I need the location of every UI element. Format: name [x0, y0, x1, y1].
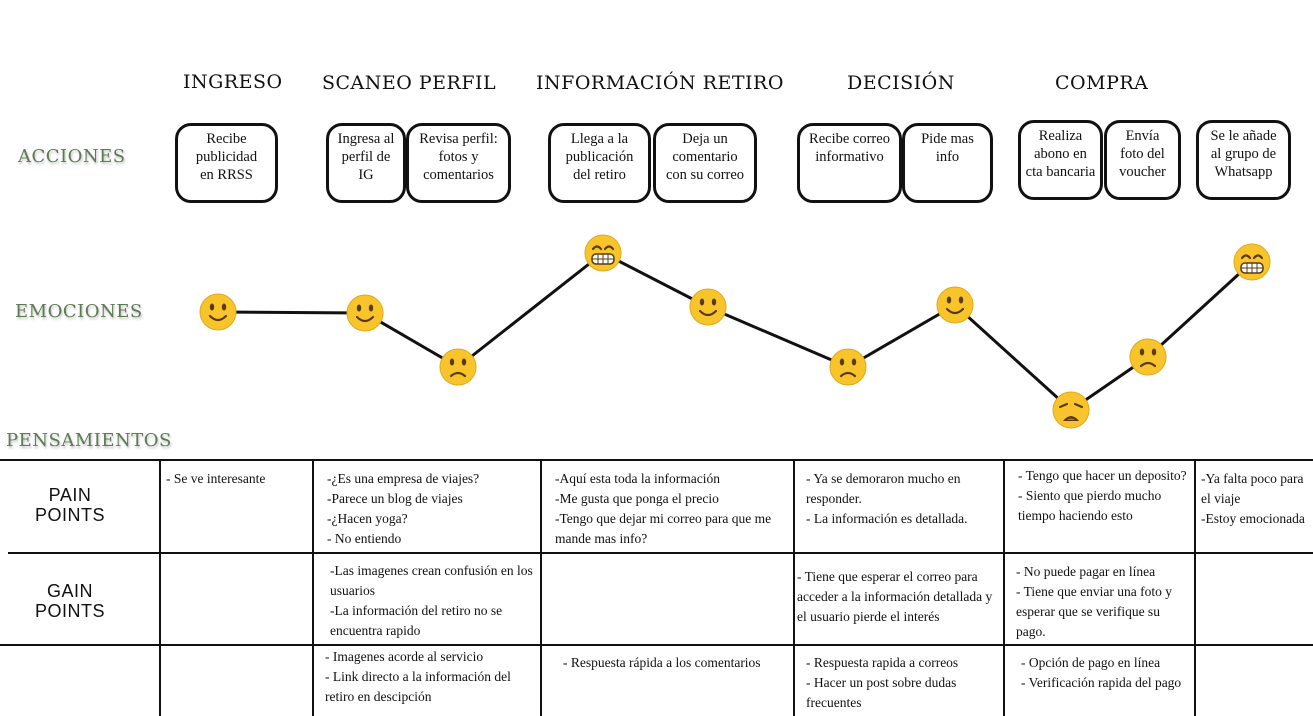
stage-ingreso: INGRESO: [183, 71, 283, 93]
action-box: Recibe publicidad en RRSS: [175, 123, 278, 203]
table-cell: - Se ve interesante: [166, 471, 266, 486]
stage-compra: COMPRA: [1055, 72, 1149, 94]
table-col-line: [312, 460, 314, 716]
table-cell: - Tiene que esperar el correo para acced…: [797, 569, 993, 624]
table-cell: - Imagenes acorde al servicio - Link dir…: [325, 649, 511, 704]
row-label-pensamientos: PENSAMIENTOS: [6, 430, 172, 451]
table-cell: - Respuesta rápida a los comentarios: [563, 655, 761, 670]
row-header-gain-points: GAIN POINTS: [34, 581, 105, 621]
stage-scaneo-perfil: SCANEO PERFIL: [322, 72, 497, 94]
smile-face-icon: [689, 288, 727, 326]
table-cell: - Opción de pago en línea - Verificación…: [1021, 655, 1182, 690]
smile-face-icon: [936, 286, 974, 324]
table-col-line: [159, 460, 161, 716]
table-col-line: [1194, 460, 1196, 716]
table-cell: - Tengo que hacer un deposito? - Siento …: [1018, 468, 1187, 523]
sad-face-icon: [439, 348, 477, 386]
action-box: Pide mas info: [902, 123, 993, 203]
stage-informacion-retiro: INFORMACIÓN RETIRO: [536, 72, 784, 94]
action-box: Envía foto del voucher: [1104, 120, 1181, 200]
table-line-1: [8, 552, 1313, 554]
table-col-line: [793, 460, 795, 716]
table-cell: -Las imagenes crean confusión en los usu…: [330, 563, 533, 638]
stage-decision: DECISIÓN: [847, 72, 955, 94]
table-line-2: [0, 644, 1313, 646]
action-box: Ingresa al perfil de IG: [326, 123, 406, 203]
action-box: Deja un comentario con su correo: [653, 123, 757, 203]
table-cell: -Ya falta poco para el viaje -Estoy emoc…: [1201, 471, 1305, 526]
table-col-line: [540, 460, 542, 716]
action-box: Se le añade al grupo de Whatsapp: [1196, 120, 1291, 200]
row-label-acciones: ACCIONES: [18, 146, 126, 167]
action-box: Llega a la publicación del retiro: [548, 123, 651, 203]
table-cell: - Ya se demoraron mucho en responder. - …: [806, 471, 968, 526]
distressed-face-icon: [1052, 391, 1090, 429]
table-line-top: [0, 459, 1313, 461]
emotion-line: [217, 251, 1254, 412]
grin-face-icon: [1233, 243, 1271, 281]
table-cell: - Respuesta rapida a correos - Hacer un …: [806, 655, 959, 710]
table-cell: -¿Es una empresa de viajes? -Parece un b…: [327, 471, 480, 546]
grin-face-icon: [584, 234, 622, 272]
row-header-pain-points: PAIN POINTS: [34, 485, 105, 525]
action-box: Recibe correo informativo: [797, 123, 902, 203]
action-box: Realiza abono en cta bancaria: [1018, 120, 1103, 200]
sad-face-icon: [1129, 338, 1167, 376]
action-box: Revisa perfil: fotos y comentarios: [406, 123, 511, 203]
smile-face-icon: [199, 293, 237, 331]
sad-face-icon: [829, 348, 867, 386]
smile-face-icon: [346, 294, 384, 332]
table-col-line: [1003, 460, 1005, 716]
table-cell: -Aquí esta toda la información -Me gusta…: [555, 471, 772, 546]
row-label-emociones: EMOCIONES: [15, 301, 143, 322]
table-cell: - No puede pagar en línea - Tiene que en…: [1016, 564, 1172, 639]
